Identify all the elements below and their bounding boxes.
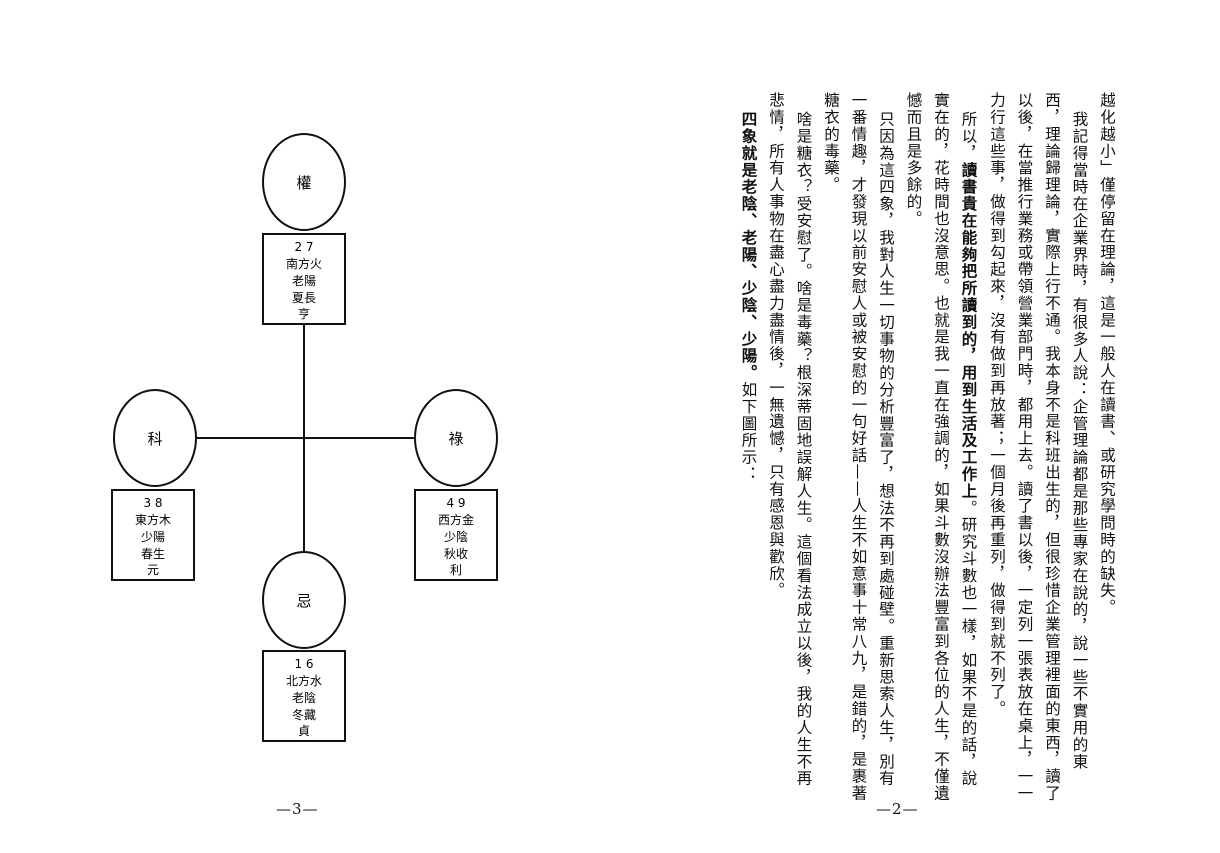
paragraph-6-rest: 如下圖所示： [739, 381, 758, 483]
paragraph-3-emphasis: 讀書貴在能夠把所讀到的，用到生活及工作上 [959, 161, 979, 500]
box-left-line-1: 3 8 [143, 496, 162, 510]
box-bottom [262, 650, 346, 742]
paragraph-5: 啥是糖衣？受安慰了。啥是毒藥？根深蒂固地誤解人生。這個看法成立以後，我的人生不再… [767, 92, 813, 787]
box-bottom-line-5: 貞 [298, 724, 310, 738]
paragraph-3: 所以，讀書貴在能夠把所讀到的，用到生活及工作上。研究斗數也一樣，如果不是的話，說… [899, 92, 983, 802]
box-right-line-4: 秋收 [444, 547, 468, 561]
box-bottom-line-3: 老陰 [292, 691, 316, 705]
box-right-line-2: 西方金 [438, 512, 474, 527]
box-right-line-3: 少陰 [444, 530, 468, 544]
box-left-line-5: 元 [147, 563, 159, 577]
circle-top-label: 權 [296, 174, 311, 192]
circle-left-label: 科 [147, 430, 162, 448]
node-right: 祿 4 9 西方金 少陰 秋收 利 [414, 389, 498, 581]
paragraph-6-emphasis: 四象就是老陰、老陽、少陰、少陽。 [739, 110, 758, 381]
box-left [111, 489, 195, 581]
box-right-line-5: 利 [450, 563, 462, 577]
paragraph-3-lead: 所以， [959, 110, 978, 162]
box-right-line-1: 4 9 [446, 496, 465, 510]
four-symbols-diagram: 權 2 7 南方火 老陽 夏長 亨 科 3 8 東方木 少陽 春生 元 祿 4 … [111, 133, 498, 742]
box-left-line-3: 少陽 [141, 530, 165, 544]
box-bottom-line-4: 冬藏 [292, 707, 316, 722]
node-bottom: 忌 1 6 北方水 老陰 冬藏 貞 [262, 551, 346, 742]
box-left-line-2: 東方木 [135, 512, 171, 527]
page-number-right: —2— [876, 800, 919, 818]
paragraph-2: 我記得當時在企業界時，有很多人說：企管理論都是那些專家在說的，說一些不實用的東西… [988, 92, 1089, 802]
node-left: 科 3 8 東方木 少陽 春生 元 [111, 389, 197, 581]
circle-bottom [262, 551, 346, 649]
circle-left [113, 389, 197, 487]
circle-right [414, 389, 498, 487]
box-bottom-line-1: 1 6 [294, 657, 313, 671]
circle-right-label: 祿 [448, 430, 463, 448]
node-top: 權 2 7 南方火 老陽 夏長 亨 [262, 133, 346, 325]
box-top-line-4: 夏長 [292, 291, 316, 305]
paragraph-6: 四象就是老陰、老陽、少陰、少陽。如下圖所示： [738, 92, 762, 802]
page-number-left: —3— [276, 800, 319, 818]
paragraph-3-rest: 。研究斗數也一樣，如果不是的話，說實在的，花時間也沒意思。也就是我一直在強調的，… [904, 92, 978, 802]
paragraph-4: 只因為這四象，我對人生一切事物的分析豐富了，想法不再到處碰壁。重新思索人生，別有… [822, 92, 895, 802]
circle-top [262, 133, 346, 231]
circle-bottom-label: 忌 [296, 592, 311, 610]
box-bottom-line-2: 北方水 [286, 673, 322, 688]
box-top-line-5: 亨 [298, 306, 310, 321]
paragraph-1: 越化越小」僅停留在理論，這是一般人在讀書、或研究學問時的缺失。 [1098, 92, 1116, 616]
box-top-line-3: 老陽 [292, 274, 316, 288]
box-top-line-2: 南方火 [286, 256, 322, 271]
box-top-line-1: 2 7 [294, 240, 313, 254]
box-right [414, 489, 498, 581]
box-left-line-4: 春生 [141, 547, 165, 561]
body-text: 越化越小」僅停留在理論，這是一般人在讀書、或研究學問時的缺失。 我記得當時在企業… [738, 92, 1120, 802]
box-top [262, 233, 346, 325]
